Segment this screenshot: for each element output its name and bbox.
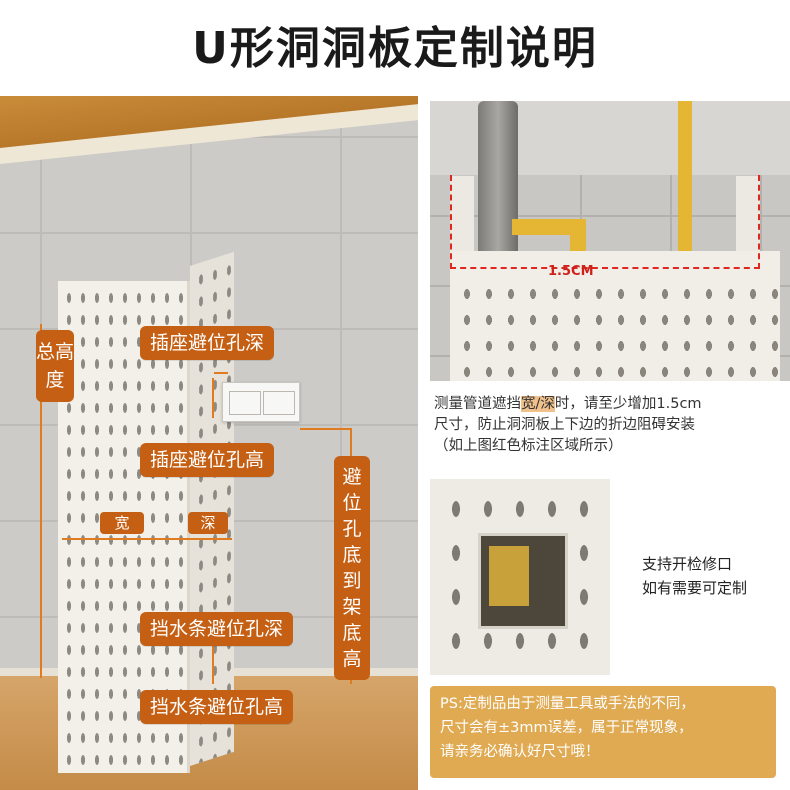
depth-line: [188, 538, 232, 540]
gray-pipe: [478, 101, 518, 271]
splash-height-line: [212, 640, 214, 684]
depth-label: 深: [188, 512, 228, 534]
hole-bottom-label: 避位孔底到架底高: [334, 456, 370, 680]
total-height-label: 总高度: [36, 330, 74, 402]
red-marked-area: [450, 175, 760, 269]
socket-height-line: [212, 378, 214, 418]
socket-depth-label: 插座避位孔深: [140, 326, 275, 360]
inspection-hatch-image: [430, 479, 610, 675]
inspection-text: 支持开检修口 如有需要可定制: [642, 555, 748, 597]
wall-socket: [222, 382, 300, 422]
splash-height-label: 挡水条避位孔高: [140, 690, 294, 724]
yellow-pipe: [678, 101, 692, 251]
splash-depth-label: 挡水条避位孔深: [140, 612, 294, 646]
width-label: 宽: [100, 512, 144, 534]
inspection-hatch: [478, 533, 568, 629]
total-height-line: [40, 324, 42, 678]
pipe-install-image: [430, 101, 790, 381]
page-title: U形洞洞板定制说明: [192, 23, 598, 74]
u-pegboard: [450, 251, 780, 381]
hole-bottom-top-line: [300, 428, 352, 430]
pipe-description: 测量管道遮挡宽/深时，请至少增加1.5cm 尺寸，防止洞洞板上下边的折边阻碍安装…: [434, 396, 702, 454]
ps-note: PS:定制品由于测量工具或手法的不同， 尺寸会有±3mm误差，属于正常现象， 请…: [430, 686, 776, 778]
width-line: [62, 538, 188, 540]
socket-height-label: 插座避位孔高: [140, 443, 275, 477]
measure-label: 1.5CM: [548, 264, 594, 279]
socket-depth-line: [214, 372, 228, 374]
